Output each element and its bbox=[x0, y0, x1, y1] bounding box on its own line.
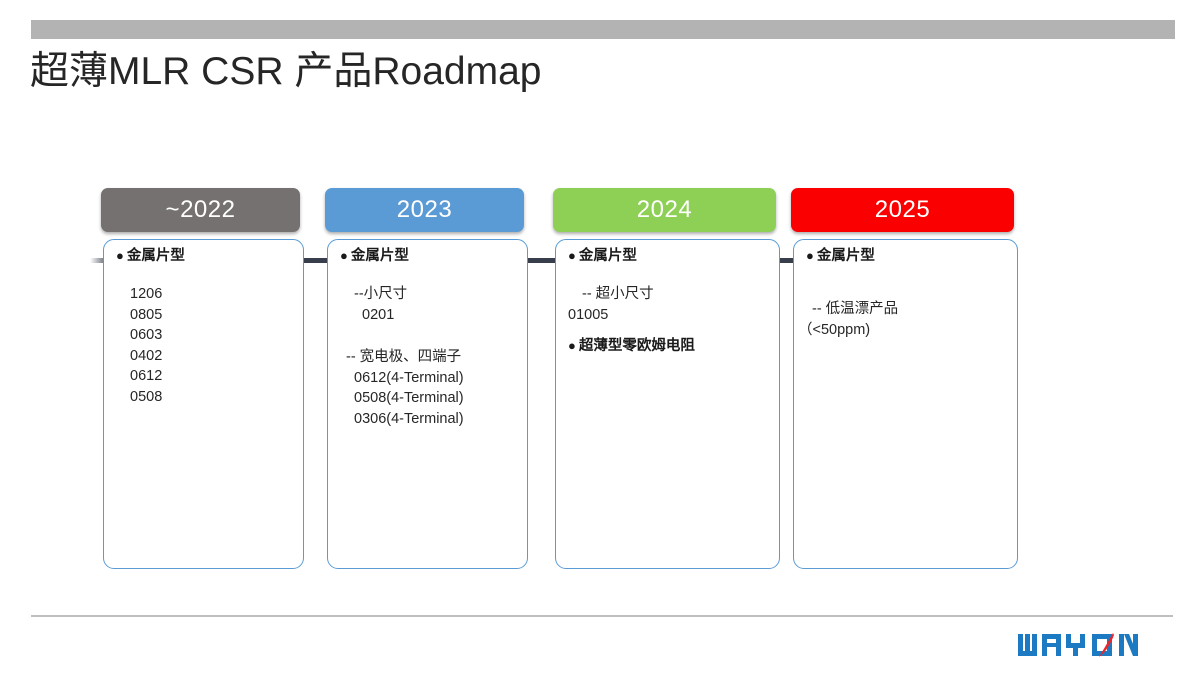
spec-value: 0612(4-Terminal) bbox=[354, 369, 464, 386]
bullet-label: 超薄型零欧姆电阻 bbox=[578, 338, 695, 354]
sub-heading: -- 超小尺寸 bbox=[582, 286, 654, 302]
bullet-item: ●金属片型 bbox=[798, 246, 1013, 266]
col-2023-body: ●金属片型 --小尺寸 0201 -- 宽电极、四端子 0612(4-Terminal)… bbox=[327, 239, 528, 569]
spec-value: （<50ppm) bbox=[798, 321, 871, 338]
spec-value: 0612 bbox=[130, 368, 163, 384]
top-decoration-bar bbox=[31, 20, 1175, 39]
spacer bbox=[108, 266, 299, 284]
bullet-dot-icon: ● bbox=[116, 248, 124, 263]
spec-value: 0508(4-Terminal) bbox=[354, 390, 464, 406]
col-2025-body: ●金属片型 -- 低温漂产品 （<50ppm) bbox=[793, 239, 1018, 569]
sub-heading: -- 宽电极、四端子 bbox=[346, 349, 462, 365]
col-2022: ~2022 ●金属片型 1206 0805 0603 0402 0612 0508 bbox=[101, 188, 304, 569]
spec-value: 0201 bbox=[362, 306, 395, 323]
bullet-item: ●金属片型 bbox=[332, 246, 523, 266]
bullet-label: 金属片型 bbox=[350, 248, 409, 264]
bullet-item: ●金属片型 bbox=[108, 246, 299, 266]
col-2025: 2025 ●金属片型 -- 低温漂产品 （<50ppm) bbox=[791, 188, 1018, 569]
spacer bbox=[560, 325, 775, 336]
spec-value: 1206 bbox=[130, 286, 163, 302]
timeline bbox=[0, 120, 1200, 275]
bullet-dot-icon: ● bbox=[568, 338, 576, 353]
spacer bbox=[560, 266, 775, 284]
spacer bbox=[798, 266, 1013, 288]
spec-value: 01005 bbox=[568, 306, 609, 323]
spec-value: 0805 bbox=[130, 306, 163, 323]
bullet-label: 金属片型 bbox=[816, 248, 875, 264]
bullet-item: ●超薄型零欧姆电阻 bbox=[560, 336, 775, 356]
spec-value: 0508 bbox=[130, 388, 163, 405]
wayon-logo bbox=[1016, 630, 1174, 660]
col-2023: 2023 ●金属片型 --小尺寸 0201 -- 宽电极、四端子 0612(4-Termi… bbox=[325, 188, 528, 569]
footer-divider bbox=[31, 615, 1173, 617]
timeline-line bbox=[90, 258, 1016, 263]
col-2025-header[interactable]: 2025 bbox=[791, 188, 1014, 232]
bullet-dot-icon: ● bbox=[806, 248, 814, 263]
bullet-dot-icon: ● bbox=[340, 248, 348, 263]
bullet-dot-icon: ● bbox=[568, 248, 576, 263]
col-2022-body: ●金属片型 1206 0805 0603 0402 0612 0508 bbox=[103, 239, 304, 569]
spec-value: 0402 bbox=[130, 347, 163, 364]
page-title: 超薄MLR CSR 产品Roadmap bbox=[30, 50, 542, 93]
spec-value: 0603 bbox=[130, 327, 163, 343]
bullet-label: 金属片型 bbox=[126, 248, 185, 264]
sub-heading: -- 低温漂产品 bbox=[812, 301, 899, 317]
bullet-item: ●金属片型 bbox=[560, 246, 775, 266]
spec-value: 0306(4-Terminal) bbox=[354, 410, 464, 427]
col-2022-header[interactable]: ~2022 bbox=[101, 188, 300, 232]
bullet-label: 金属片型 bbox=[578, 248, 637, 264]
spacer bbox=[798, 288, 1013, 299]
spacer bbox=[332, 266, 523, 284]
spacer bbox=[332, 325, 523, 347]
sub-heading: --小尺寸 bbox=[354, 286, 408, 302]
col-2024-header[interactable]: 2024 bbox=[553, 188, 776, 232]
col-2023-header[interactable]: 2023 bbox=[325, 188, 524, 232]
